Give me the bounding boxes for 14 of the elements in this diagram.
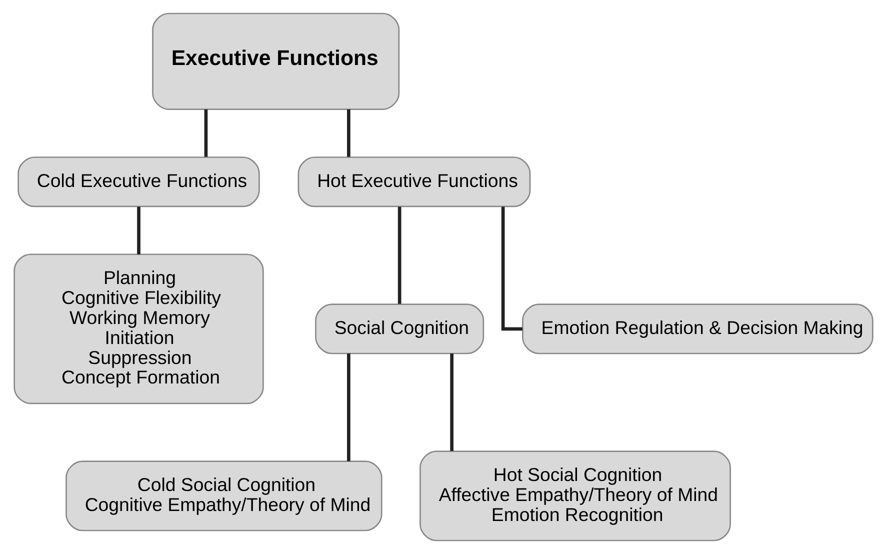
node-box: Social Cognition xyxy=(315,304,484,354)
connector xyxy=(347,109,350,157)
node-box: Cold Executive Functions xyxy=(18,156,260,208)
connector xyxy=(450,354,454,452)
connector xyxy=(137,206,140,254)
node-box: Hot Social Cognition Affective Empathy/Theory of Mind Emotion Recognition xyxy=(420,450,731,542)
connector xyxy=(398,206,402,304)
node-box: Planning Cognitive Flexibility Working Memory Initiation Suppression Concept Formation xyxy=(14,254,264,404)
node-box: Emotion Regulation & Decision Making xyxy=(522,304,874,354)
node-box: Cold Social Cognition Cognitive Empathy/Theory of Mind xyxy=(66,460,382,532)
connector xyxy=(347,354,350,462)
node-box: Executive Functions xyxy=(152,12,400,110)
node-box: Hot Executive Functions xyxy=(298,156,531,208)
connector xyxy=(204,109,208,157)
